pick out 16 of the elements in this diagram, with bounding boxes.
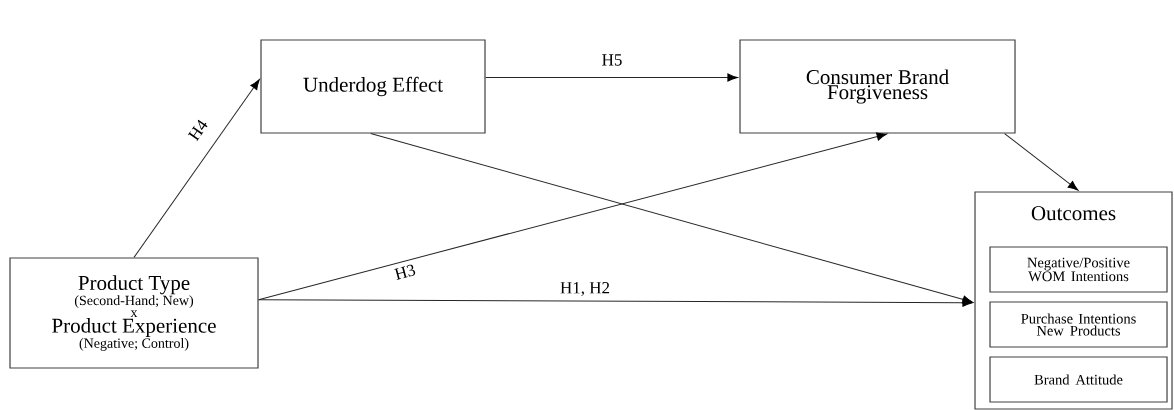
measure-box: Purchase Intentions New Products [989,301,1168,348]
construct-box: Underdog Effect [260,39,486,134]
construct-box: Consumer Brand Forgiveness [739,39,1016,134]
measure-box: Brand Attitude [989,356,1168,403]
arrow [133,79,260,258]
arrow [258,298,973,307]
construct-box: Product Type (Second-Hand; New) x Product Experience (Negative; Control) [9,257,259,369]
edge-label: H1, H2 [559,281,612,297]
edge-label: H3 [392,262,418,282]
arrow [258,132,888,301]
arrow [485,73,738,82]
edge-label: H5 [600,53,624,67]
arrow [1004,133,1079,191]
edge-label: H4 [186,116,210,144]
arrow [370,133,973,304]
measure-box: Negative/Positive WOM Intentions [989,246,1168,293]
